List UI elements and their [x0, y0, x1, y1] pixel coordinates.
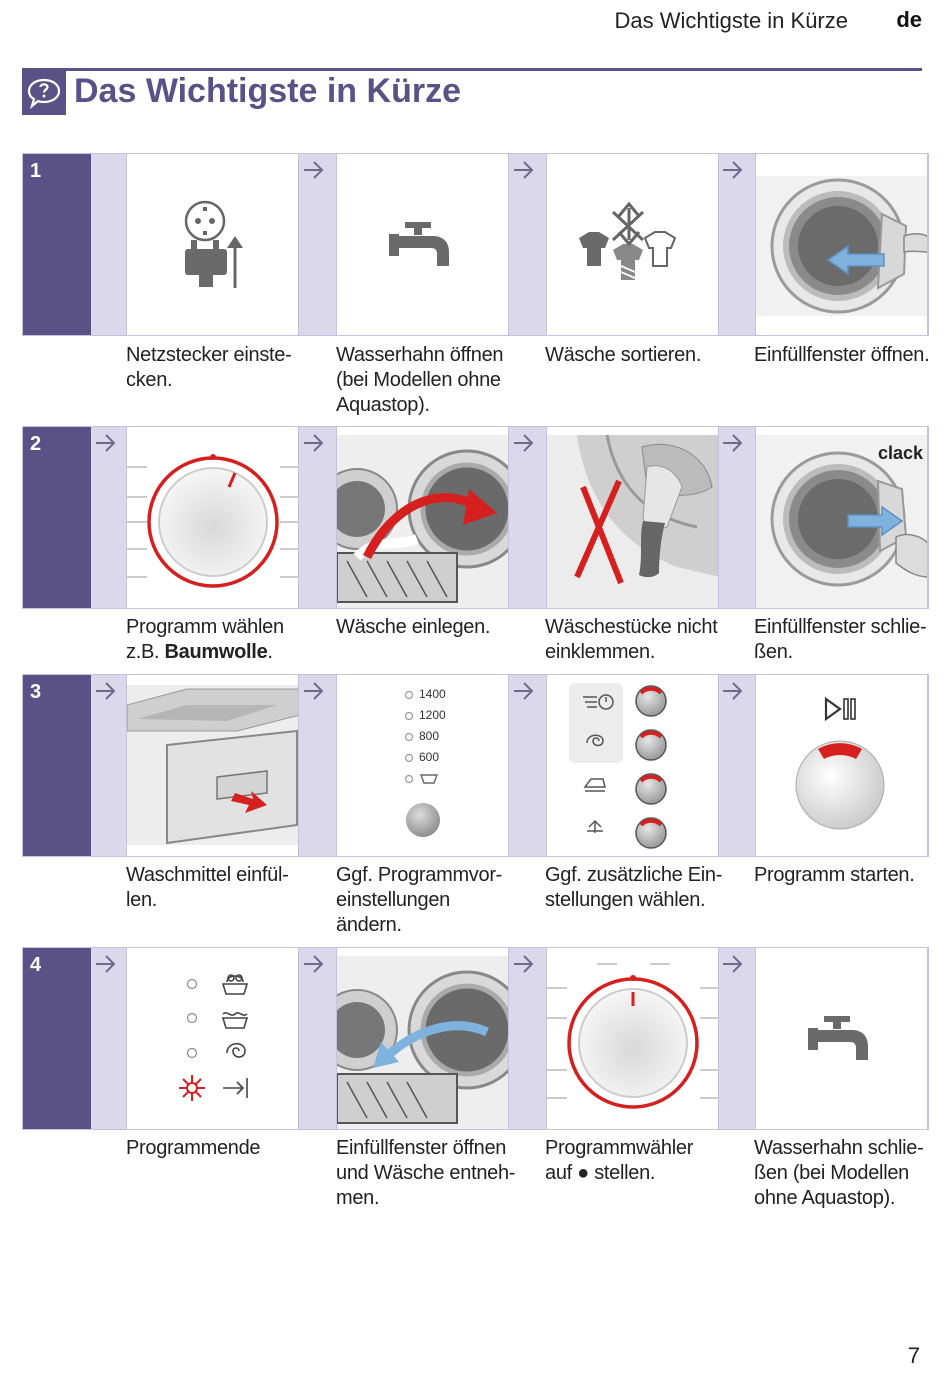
start-button-icon	[795, 696, 885, 830]
step-image-dial	[126, 427, 299, 608]
spin-speed-800: 800	[419, 729, 440, 743]
sort-laundry-icon	[579, 201, 677, 280]
step-arrow-icon	[723, 682, 743, 700]
step-image-spin-speed: 1400 1200 800 600	[336, 675, 509, 856]
step-4-caption-3: Programmwähler auf ● stellen.	[545, 1136, 725, 1186]
step-image-sort	[546, 154, 719, 335]
clack-label: clack	[878, 443, 924, 463]
step-1-caption-3: Wäsche sortieren.	[545, 344, 702, 366]
speech-info-icon	[22, 71, 66, 115]
step-arrow-icon	[96, 682, 116, 700]
spin-speed-600: 600	[419, 750, 440, 764]
step-image-detergent	[126, 675, 299, 856]
step-image-tap-close	[755, 948, 928, 1129]
spin-speed-icon	[404, 690, 440, 837]
caption-text: stellen.	[588, 1162, 656, 1184]
option-buttons-icon	[569, 683, 667, 849]
step-arrow-icon	[96, 434, 116, 452]
caption-text: Programmwähler auf	[545, 1137, 694, 1184]
step-arrow-icon	[96, 955, 116, 973]
door-close-icon	[756, 435, 927, 608]
step-2-caption-2: Wäsche einlegen.	[336, 616, 491, 638]
step-4-caption-2: Einfüllfenster öffnen und Wäsche entneh-…	[336, 1137, 516, 1209]
step-3-caption-2: Ggf. Programmvor- einstellungen ändern.	[336, 864, 503, 936]
step-image-tap-open	[336, 154, 509, 335]
caption-text: Programm wählen z.B.	[126, 616, 284, 663]
step-row-4: 4	[22, 947, 929, 1130]
step-arrow-icon	[304, 434, 324, 452]
step-arrow-icon	[304, 161, 324, 179]
step-row-2: 2	[22, 426, 929, 609]
plug-icon	[184, 200, 243, 288]
step-arrow-icon	[723, 434, 743, 452]
step-row-1: 1	[22, 153, 929, 336]
step-image-start	[755, 675, 928, 856]
step-2-caption-3: Wäschestücke nicht einklemmen.	[545, 616, 718, 663]
step-arrow-icon	[514, 955, 534, 973]
step-3-caption-4: Programm starten.	[754, 864, 915, 886]
header-section-title: Das Wichtigste in Kürze	[614, 8, 848, 33]
caption-text: .	[267, 641, 273, 663]
step-arrow-icon	[514, 434, 534, 452]
step-number-column: 2	[23, 427, 91, 608]
step-4-caption-1: Programmende	[126, 1137, 261, 1159]
program-end-icon	[179, 974, 249, 1101]
step-image-options	[546, 675, 719, 856]
step-number: 2	[30, 433, 42, 455]
step-2-caption-4: Einfüllfenster schlie- ßen.	[754, 616, 927, 663]
step-row-3: 3 1400 1200 800 600	[22, 674, 929, 857]
step-arrow-icon	[304, 955, 324, 973]
step-1-caption-1: Netzstecker einste- cken.	[126, 344, 292, 391]
step-number: 4	[30, 954, 42, 976]
step-3-caption-1: Waschmittel einfül- len.	[126, 864, 289, 911]
caption-bold-text: ●	[577, 1162, 589, 1184]
program-dial-icon	[127, 454, 298, 588]
step-image-door-open	[755, 154, 928, 335]
unload-laundry-icon	[337, 956, 508, 1129]
step-2-caption-1: Programm wählen z.B. Baumwolle.	[126, 615, 306, 665]
detergent-drawer-icon	[127, 685, 298, 845]
step-image-load	[336, 427, 509, 608]
dial-off-icon	[547, 963, 718, 1109]
step-image-no-clamp	[546, 427, 719, 608]
step-arrow-icon	[514, 161, 534, 179]
door-open-icon	[756, 176, 927, 316]
step-arrow-icon	[514, 682, 534, 700]
step-number-column: 1	[23, 154, 91, 335]
water-tap-open-icon	[389, 222, 449, 266]
step-image-program-end	[126, 948, 299, 1129]
water-tap-close-icon	[808, 1016, 868, 1060]
step-arrow-icon	[723, 955, 743, 973]
header-language: de	[896, 7, 922, 32]
step-image-dial-off	[546, 948, 719, 1129]
step-3-caption-3: Ggf. zusätzliche Ein- stellungen wählen.	[545, 864, 723, 911]
step-number: 1	[30, 160, 42, 182]
spin-speed-1400: 1400	[419, 687, 446, 701]
load-laundry-icon	[337, 435, 508, 608]
step-image-unload	[336, 948, 509, 1129]
step-arrow-icon	[304, 682, 324, 700]
step-arrow-icon	[723, 161, 743, 179]
caption-bold-text: Baumwolle	[164, 641, 268, 663]
title-rule	[22, 68, 922, 71]
spin-speed-1200: 1200	[419, 708, 446, 722]
step-1-caption-2: Wasserhahn öffnen (bei Modellen ohne Aqu…	[336, 344, 504, 416]
page-number: 7	[907, 1343, 920, 1368]
step-1-caption-4: Einfüllfenster öffnen.	[754, 344, 930, 366]
step-number: 3	[30, 681, 42, 703]
step-4-caption-4: Wasserhahn schlie- ßen (bei Modellen ohn…	[754, 1137, 924, 1209]
step-image-door-close	[755, 427, 928, 608]
step-number-column: 4	[23, 948, 91, 1129]
step-image-plug	[126, 154, 299, 335]
no-clamping-icon	[547, 434, 718, 608]
step-number-column: 3	[23, 675, 91, 856]
page-title: Das Wichtigste in Kürze	[74, 72, 461, 110]
